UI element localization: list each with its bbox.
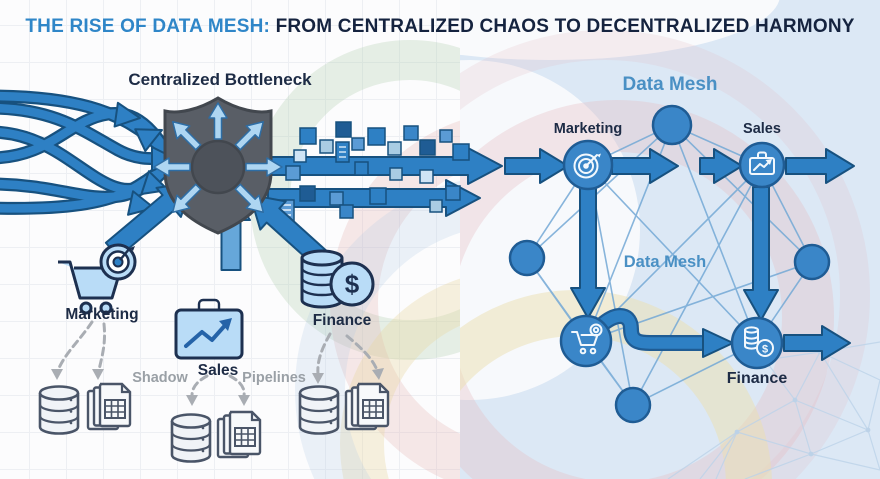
database-icon — [298, 385, 340, 435]
marketing-cart-target-icon — [58, 243, 137, 315]
label-finance-right: Finance — [726, 370, 788, 387]
node-marketing — [562, 139, 614, 191]
dollar-sign: $ — [762, 344, 768, 356]
target-icon — [573, 153, 601, 179]
page-title-rest: FROM CENTRALIZED CHAOS TO DECENTRALIZED … — [270, 16, 855, 37]
spreadsheet-files-icon — [344, 382, 390, 431]
sales-briefcase-growth-icon — [174, 298, 244, 360]
mesh-node — [793, 243, 831, 281]
label-marketing-right: Marketing — [553, 121, 623, 137]
storage-icons-finance — [298, 382, 390, 435]
label-sales-left: Sales — [197, 362, 239, 379]
tangled-arrows — [0, 89, 179, 216]
right-panel-heading: Data Mesh — [622, 74, 718, 95]
dollar-sign: $ — [345, 269, 360, 299]
label-sales-right: Sales — [743, 121, 781, 137]
bottleneck-shield — [153, 96, 283, 235]
node-finance: $ — [730, 316, 784, 370]
bottleneck-hub — [190, 139, 246, 195]
mesh-node — [651, 104, 693, 146]
data-squares — [277, 121, 470, 223]
label-marketing-left: Marketing — [65, 306, 139, 323]
label-finance-left: Finance — [312, 312, 372, 329]
label-pipelines: Pipelines — [242, 370, 306, 386]
storage-icons-marketing — [38, 382, 132, 435]
shadow-pipeline-arrows — [51, 320, 384, 406]
label-shadow: Shadow — [132, 370, 188, 386]
database-icon — [170, 413, 212, 463]
storage-icons-sales — [170, 410, 262, 463]
mesh-flow-arrows — [504, 148, 855, 361]
mesh-node — [508, 239, 546, 277]
page-title: THE RISE OF DATA MESH: FROM CENTRALIZED … — [0, 16, 880, 38]
node-sales — [738, 141, 786, 189]
node-cart — [559, 314, 613, 368]
left-panel-heading: Centralized Bottleneck — [128, 70, 312, 89]
finance-coins-dollar-icon: $ — [300, 249, 375, 309]
mesh-node — [614, 386, 652, 424]
right-panel-background — [460, 0, 880, 479]
coins-icon: $ — [744, 326, 774, 357]
page-title-accent: THE RISE OF DATA MESH: — [25, 16, 271, 37]
briefcase-icon — [749, 151, 775, 175]
shopping-cart-icon — [571, 323, 603, 355]
spreadsheet-files-icon — [216, 410, 262, 459]
right-center-label: Data Mesh — [623, 253, 707, 271]
database-icon — [38, 385, 80, 435]
spreadsheet-files-icon — [86, 382, 132, 431]
